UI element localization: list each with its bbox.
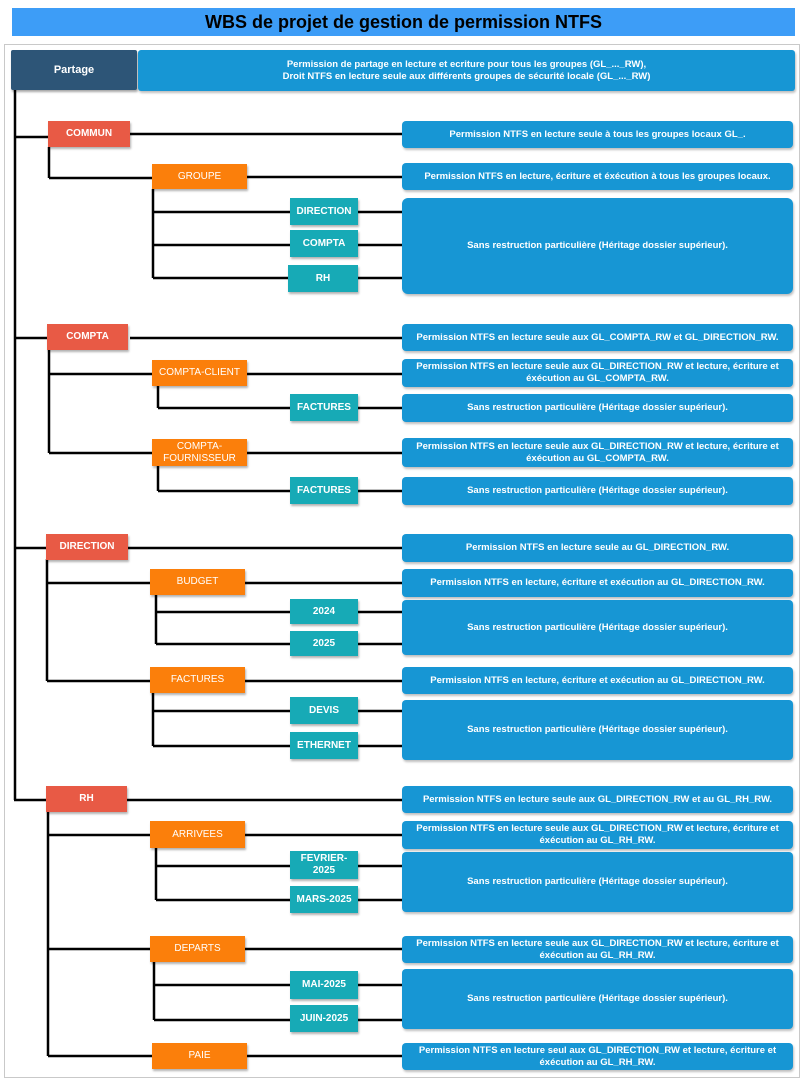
desc-factures-children-text: Sans restruction particulière (Héritage …: [467, 724, 728, 735]
node-arrivees: ARRIVEES: [150, 821, 245, 848]
desc-compta-client: Permission NTFS en lecture seule aux GL_…: [402, 359, 793, 387]
node-departs: DEPARTS: [150, 936, 245, 962]
node-groupe-rh: RH: [288, 265, 358, 292]
diagram-frame: [4, 44, 800, 1078]
desc-budget-children: Sans restruction particulière (Héritage …: [402, 600, 793, 655]
root-description-text: Permission de partage en lecture et ecri…: [282, 58, 651, 82]
desc-commun-text: Permission NTFS en lecture seule à tous …: [449, 128, 746, 140]
desc-groupe-text: Permission NTFS en lecture, écriture et …: [424, 170, 771, 182]
node-departs-mai-2025: MAI-2025: [290, 971, 358, 999]
desc-paie-text: Permission NTFS en lecture seul aux GL_D…: [418, 1044, 777, 1068]
node-budget-2025: 2025: [290, 631, 358, 656]
node-departs-juin-2025: JUIN-2025: [290, 1005, 358, 1032]
desc-rh-text: Permission NTFS en lecture seule aux GL_…: [422, 793, 773, 805]
desc-arrivees: Permission NTFS en lecture seule aux GL_…: [402, 821, 793, 849]
desc-arrivees-children: Sans restruction particulière (Héritage …: [402, 852, 793, 912]
desc-direction-factures: Permission NTFS en lecture, écriture et …: [402, 667, 793, 694]
desc-departs-children-text: Sans restruction particulière (Héritage …: [467, 993, 728, 1004]
desc-compta-fournisseur-text: Permission NTFS en lecture seule aux GL_…: [416, 440, 779, 464]
desc-arrivees-children-text: Sans restruction particulière (Héritage …: [467, 876, 728, 887]
node-factures-devis: DEVIS: [290, 697, 358, 724]
node-factures-ethernet: ETHERNET: [290, 732, 358, 759]
desc-compta-client-factures: Sans restruction particulière (Héritage …: [402, 394, 793, 422]
desc-budget-text: Permission NTFS en lecture, écriture et …: [430, 577, 765, 588]
desc-compta-text: Permission NTFS en lecture seule aux GL_…: [416, 331, 779, 343]
desc-compta-client-factures-text: Sans restruction particulière (Héritage …: [467, 402, 728, 413]
node-compta-client-factures: FACTURES: [290, 394, 358, 421]
node-budget: BUDGET: [150, 569, 245, 595]
desc-rh: Permission NTFS en lecture seule aux GL_…: [402, 786, 793, 813]
node-budget-2024: 2024: [290, 599, 358, 624]
desc-compta: Permission NTFS en lecture seule aux GL_…: [402, 324, 793, 351]
desc-compta-fournisseur: Permission NTFS en lecture seule aux GL_…: [402, 438, 793, 467]
desc-direction: Permission NTFS en lecture seule au GL_D…: [402, 534, 793, 562]
desc-groupe-children: Sans restruction particulière (Héritage …: [402, 198, 793, 294]
desc-paie: Permission NTFS en lecture seul aux GL_D…: [402, 1043, 793, 1070]
node-groupe: GROUPE: [152, 164, 247, 189]
node-groupe-compta: COMPTA: [290, 230, 358, 257]
node-direction: DIRECTION: [46, 534, 128, 560]
node-compta: COMPTA: [47, 324, 128, 350]
desc-arrivees-text: Permission NTFS en lecture seule aux GL_…: [416, 823, 779, 846]
diagram-title: WBS de projet de gestion de permission N…: [12, 8, 795, 36]
desc-departs-children: Sans restruction particulière (Héritage …: [402, 969, 793, 1029]
node-rh: RH: [46, 786, 127, 812]
desc-departs-text: Permission NTFS en lecture seule aux GL_…: [416, 937, 779, 961]
desc-budget-children-text: Sans restruction particulière (Héritage …: [467, 621, 728, 633]
desc-direction-factures-text: Permission NTFS en lecture, écriture et …: [430, 674, 765, 686]
desc-groupe: Permission NTFS en lecture, écriture et …: [402, 163, 793, 190]
node-paie: PAIE: [152, 1043, 247, 1069]
node-compta-fournisseur: COMPTA-FOURNISSEUR: [152, 439, 247, 466]
root-node-partage: Partage: [11, 50, 137, 90]
desc-commun: Permission NTFS en lecture seule à tous …: [402, 121, 793, 148]
desc-compta-fournisseur-factures-text: Sans restruction particulière (Héritage …: [467, 485, 728, 496]
node-arrivees-fevrier-2025: FEVRIER-2025: [290, 851, 358, 879]
node-commun: COMMUN: [48, 121, 130, 147]
root-description: Permission de partage en lecture et ecri…: [138, 50, 795, 91]
node-compta-client: COMPTA-CLIENT: [152, 360, 247, 386]
desc-groupe-children-text: Sans restruction particulière (Héritage …: [467, 240, 728, 251]
desc-factures-children: Sans restruction particulière (Héritage …: [402, 700, 793, 760]
desc-compta-fournisseur-factures: Sans restruction particulière (Héritage …: [402, 477, 793, 505]
node-direction-factures: FACTURES: [150, 667, 245, 693]
node-arrivees-mars-2025: MARS-2025: [290, 886, 358, 913]
node-compta-fournisseur-factures: FACTURES: [290, 477, 358, 504]
desc-budget: Permission NTFS en lecture, écriture et …: [402, 569, 793, 597]
desc-departs: Permission NTFS en lecture seule aux GL_…: [402, 936, 793, 963]
desc-direction-text: Permission NTFS en lecture seule au GL_D…: [465, 542, 730, 553]
node-groupe-direction: DIRECTION: [290, 198, 358, 225]
desc-compta-client-text: Permission NTFS en lecture seule aux GL_…: [416, 361, 779, 384]
